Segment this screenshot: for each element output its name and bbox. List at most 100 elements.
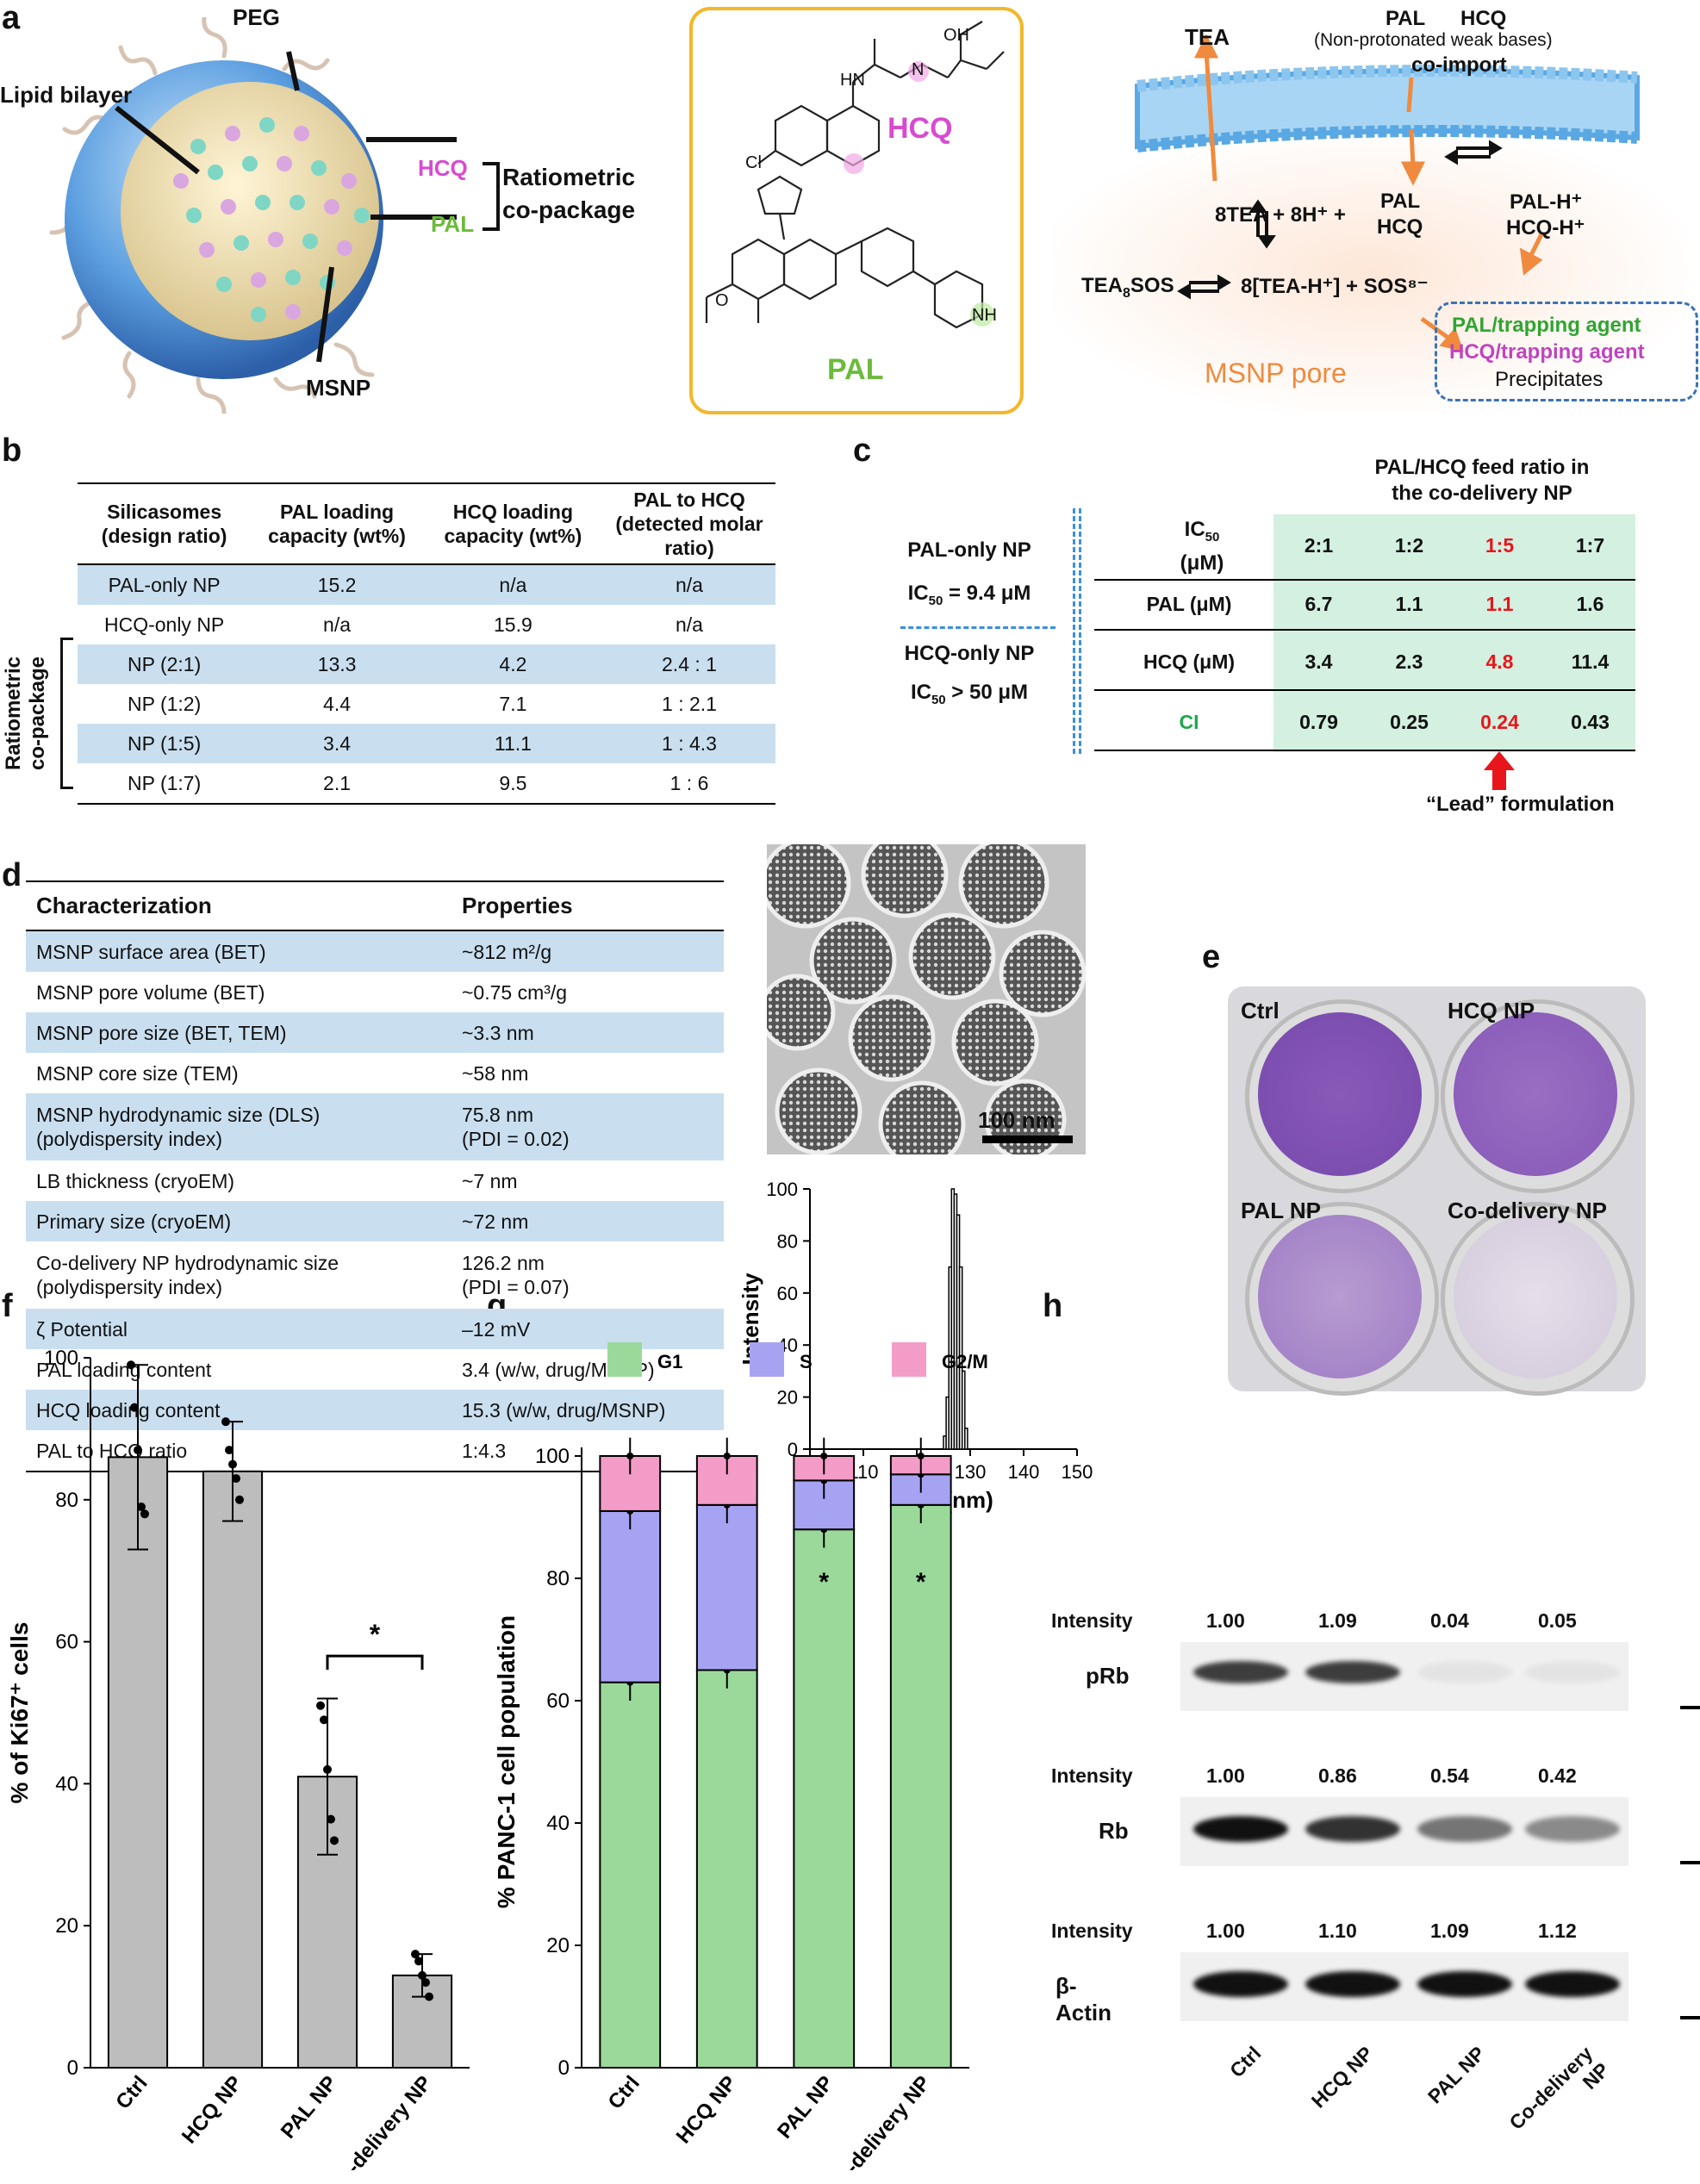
data-point	[723, 1453, 731, 1459]
ic50-label: IC50 (μM)	[1159, 517, 1245, 576]
membrane	[1135, 65, 1640, 152]
panel-letter-a: a	[2, 0, 21, 36]
x-tick-label: 140	[1008, 1461, 1040, 1483]
cell: 4.4	[323, 692, 352, 715]
marker-tick	[1680, 1861, 1700, 1864]
lead-arrow-icon	[1484, 751, 1515, 790]
significance-star: *	[916, 1568, 926, 1596]
marker-tick	[1680, 1706, 1700, 1709]
bar-ctrl	[107, 1456, 169, 2069]
cell: NP (1:7)	[78, 763, 252, 805]
intensity-value: 0.05	[1538, 1609, 1577, 1632]
ic50-unit: (μM)	[1180, 551, 1224, 575]
precipitate-box	[1435, 302, 1698, 401]
pal-row: 6.7 1.1 1.1 1.6	[1273, 593, 1635, 616]
cell: n/a	[422, 564, 603, 605]
cell: 6.7	[1305, 593, 1333, 615]
band-rb	[1417, 1816, 1512, 1842]
cell: 1 : 2.1	[662, 692, 717, 715]
intensity-value: 0.04	[1430, 1609, 1469, 1632]
band-actin	[1417, 1971, 1512, 1997]
data-point	[235, 1495, 244, 1504]
pal-structure-label: PAL	[827, 353, 884, 386]
coimport-label: co-import	[1411, 53, 1507, 77]
loading-capacity-table: Silicasomes (design ratio) PAL loading c…	[78, 482, 775, 805]
y-tick-label: 40	[55, 1772, 78, 1795]
intensity-value: 1.09	[1318, 1609, 1357, 1632]
header-pal-loading: PAL loading capacity (wt%)	[251, 482, 423, 565]
band-rb	[1193, 1816, 1288, 1842]
intensity-label: Intensity	[1051, 1764, 1133, 1787]
y-tick-label: 0	[788, 1439, 798, 1460]
intensity-label: Intensity	[1051, 1609, 1133, 1632]
cell: HCQ-only NP	[103, 613, 225, 636]
band-prb	[1305, 1661, 1400, 1683]
y-tick-label: 80	[546, 1567, 570, 1590]
msnp-core	[121, 82, 379, 340]
table-row: ζ Potential–12 mV	[26, 1309, 724, 1349]
marker-tick	[1680, 2016, 1700, 2019]
feed-ratio-header: PAL/HCQ feed ratio in the co-delivery NP	[1275, 455, 1689, 507]
data-point	[917, 1453, 925, 1459]
o-text: O	[715, 291, 729, 310]
panel-letter-e: e	[1202, 939, 1221, 975]
box-line-3: Precipitates	[1495, 368, 1603, 391]
pal-only-label: PAL-only NP	[907, 538, 1031, 562]
ratio-header-row: 2:1 1:2 1:5 1:7	[1273, 534, 1635, 557]
peg-label: PEG	[233, 4, 280, 30]
cell: 0.79	[1299, 711, 1338, 733]
table-row: MSNP pore size (BET, TEM)~3.3 nm	[26, 1012, 724, 1053]
tea-label: TEA	[1185, 24, 1230, 50]
y-tick-label: 0	[67, 2056, 78, 2080]
panel-letter-b: b	[2, 432, 22, 469]
y-axis-label: % PANC-1 cell population	[493, 1615, 520, 1908]
cell: 0.25	[1390, 711, 1429, 733]
msnp-label: MSNP	[306, 375, 371, 401]
hcq-top-label: HCQ	[1460, 7, 1507, 30]
band-rb	[1305, 1816, 1400, 1842]
band-actin	[1193, 1971, 1288, 1997]
significance-star: *	[819, 1568, 829, 1596]
y-tick-label: 0	[558, 2056, 570, 2080]
equation-2: 8[TEA-H⁺] + SOS⁸⁻	[1241, 275, 1429, 298]
tea8sos-label: TEA8SOS	[1081, 274, 1174, 302]
table-row: MSNP pore volume (BET)~0.75 cm³/g	[26, 972, 724, 1012]
cell: 126.2 nm (PDI = 0.07)	[462, 1252, 570, 1298]
cell: Primary size (cryoEM)	[26, 1201, 451, 1241]
msnp-pore-label: MSNP pore	[1205, 358, 1347, 389]
hcq-inner-label: HCQ	[1377, 215, 1423, 239]
pore-glow	[1051, 129, 1689, 414]
cell: PAL-only NP	[78, 564, 252, 605]
hcq-h-label: HCQ-H⁺	[1506, 216, 1585, 240]
data-point	[221, 1417, 230, 1427]
well-label-ctrl: Ctrl	[1241, 998, 1280, 1024]
intensity-value: 1.12	[1538, 1920, 1577, 1942]
side-label-2: co-package	[26, 656, 49, 771]
box-line-1: PAL/trapping agent	[1452, 314, 1641, 337]
stacked-segment-s	[599, 1509, 662, 1683]
pal-only-ic50: IC50 = 9.4 μM	[887, 582, 1051, 608]
cell: n/a	[676, 613, 703, 636]
table-row: MSNP surface area (BET)~812 m²/g	[26, 930, 724, 972]
cell: ~0.75 cm³/g	[462, 980, 568, 1004]
data-point	[330, 1836, 339, 1845]
y-tick-label: 40	[546, 1812, 570, 1835]
panel-letter-f: f	[2, 1288, 13, 1324]
x-tick-label: Ctrl	[111, 2072, 152, 2114]
scale-bar	[982, 1136, 1073, 1143]
well-ctrl	[1258, 1012, 1422, 1176]
c-line-3	[1094, 689, 1635, 691]
data-point	[414, 1957, 423, 1966]
mechanism-arrows	[1177, 34, 1545, 352]
cell: NP (1:2)	[128, 692, 202, 715]
silicasome-illustration	[49, 17, 457, 414]
cell: ~72 nm	[451, 1201, 724, 1241]
hcq-only-ic50: IC50 > 50 μM	[887, 681, 1051, 707]
pal-hcq-divider	[900, 626, 1055, 629]
cell: 2.3	[1395, 650, 1423, 673]
blot-label: Rb	[1099, 1818, 1129, 1844]
data-point	[820, 1453, 828, 1459]
